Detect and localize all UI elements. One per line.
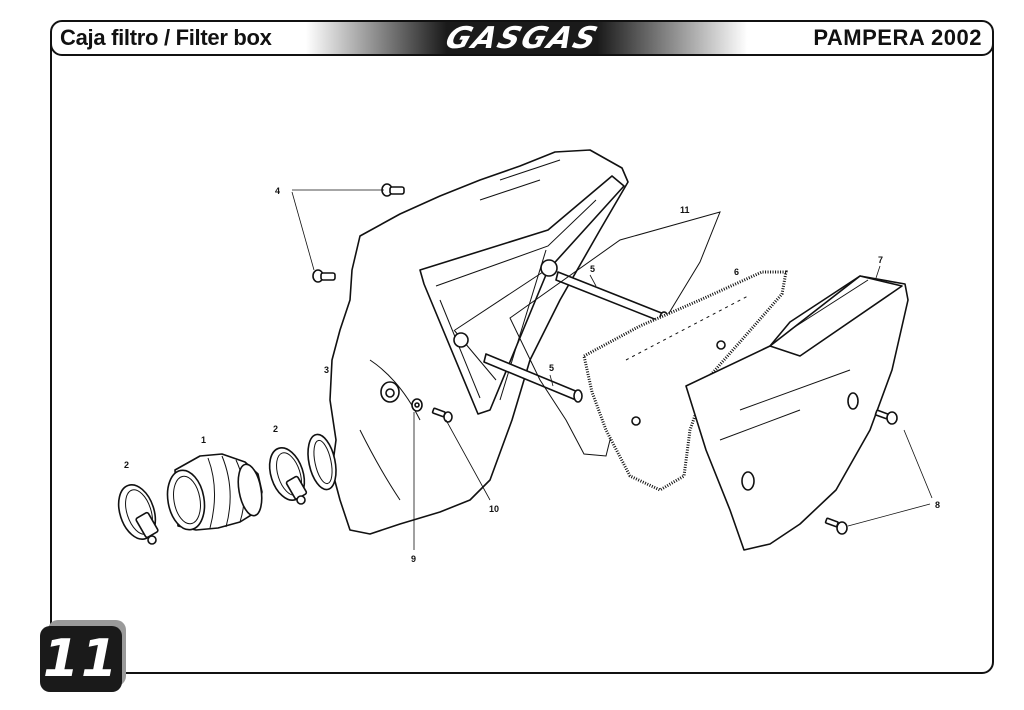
screw-10 [431, 407, 453, 423]
screw-8b [824, 517, 848, 535]
page-number-badge: 11 [40, 626, 122, 692]
hose-clamp-left [117, 484, 159, 545]
callout-10: 10 [489, 504, 499, 514]
leader-lines [291, 189, 933, 550]
side-cover [685, 275, 909, 551]
header-bar: Caja filtro / Filter box GASGAS PAMPERA … [50, 20, 994, 56]
callout-6: 6 [734, 267, 739, 277]
callout-3: 3 [324, 365, 329, 375]
callout-2-left: 2 [124, 460, 129, 470]
intake-boot [166, 453, 263, 531]
callout-7: 7 [878, 255, 883, 265]
callout-5-lower: 5 [549, 363, 554, 373]
screw-4a [381, 183, 405, 197]
screw-4b [312, 269, 336, 283]
hose-clamp-right [268, 447, 308, 505]
callout-8: 8 [935, 500, 940, 510]
callout-4: 4 [275, 186, 280, 196]
callout-11: 11 [680, 205, 690, 215]
filter-box-housing [307, 149, 629, 535]
callout-2-right: 2 [273, 424, 278, 434]
callout-1: 1 [201, 435, 206, 445]
grommet-9 [411, 398, 423, 412]
model-title: PAMPERA 2002 [813, 25, 982, 50]
callout-5-upper: 5 [590, 264, 595, 274]
screw-8a [874, 409, 898, 425]
callout-9: 9 [411, 554, 416, 564]
section-title: Caja filtro / Filter box [60, 25, 272, 50]
